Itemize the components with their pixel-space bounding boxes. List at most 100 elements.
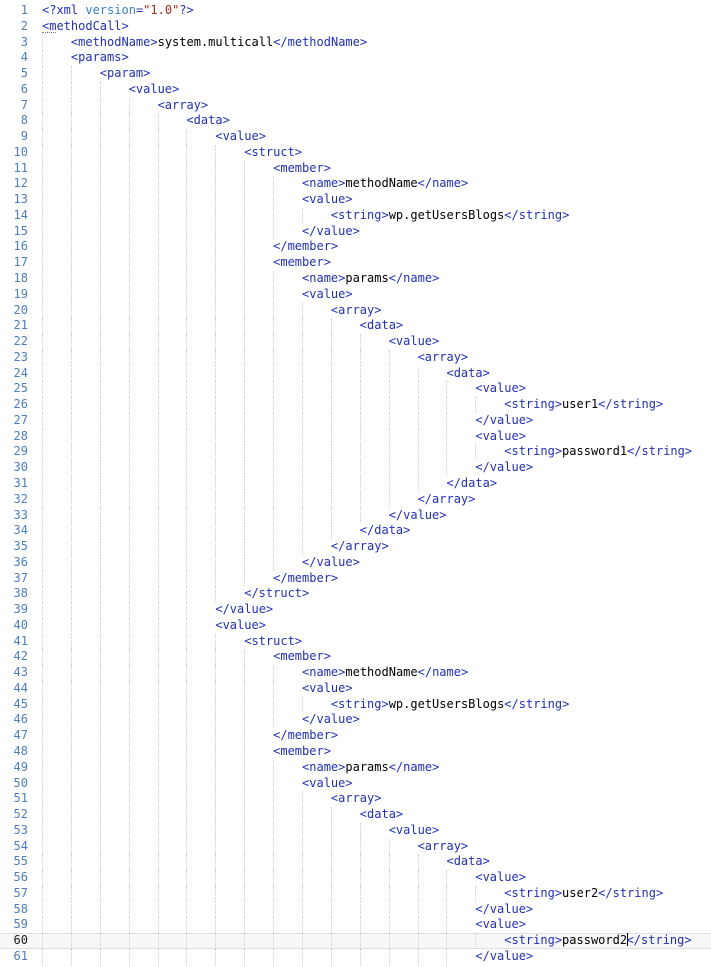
- code-line[interactable]: 1<?xml version="1.0"?>: [0, 3, 711, 19]
- code-line[interactable]: 41<struct>: [0, 633, 711, 650]
- line-number[interactable]: 55: [13, 854, 28, 869]
- line-number[interactable]: 32: [13, 491, 28, 506]
- code-line[interactable]: 13<value>: [0, 192, 711, 208]
- code-line[interactable]: 5<param>: [0, 66, 711, 82]
- line-number[interactable]: 36: [13, 554, 28, 569]
- line-number[interactable]: 44: [13, 680, 28, 695]
- line-number[interactable]: 48: [13, 743, 28, 758]
- line-number[interactable]: 60: [13, 933, 28, 948]
- code-line[interactable]: 52<data>: [0, 807, 711, 823]
- code-line[interactable]: 25<value>: [0, 381, 711, 398]
- line-number[interactable]: 17: [13, 255, 28, 270]
- code-line[interactable]: 32</array>: [0, 491, 711, 508]
- line-number[interactable]: 18: [13, 271, 28, 286]
- code-line[interactable]: 44<value>: [0, 680, 711, 697]
- line-number[interactable]: 11: [13, 160, 28, 175]
- code-line[interactable]: 45<string>wp.getUsersBlogs</string>: [0, 696, 711, 713]
- code-line[interactable]: 50<value>: [0, 775, 711, 792]
- code-line[interactable]: 59<value>: [0, 917, 711, 934]
- line-number[interactable]: 9: [20, 129, 28, 144]
- code-line[interactable]: 10<struct>: [0, 144, 711, 161]
- line-number[interactable]: 30: [13, 460, 28, 475]
- code-line[interactable]: 24<data>: [0, 365, 711, 382]
- code-line[interactable]: 61</value>: [0, 948, 711, 965]
- code-line[interactable]: 15</value>: [0, 223, 711, 240]
- line-number[interactable]: 53: [13, 822, 28, 837]
- line-number[interactable]: 54: [13, 838, 28, 853]
- code-line[interactable]: 8<data>: [0, 113, 711, 130]
- line-number[interactable]: 40: [13, 617, 28, 632]
- line-number[interactable]: 14: [13, 207, 28, 222]
- code-line[interactable]: 42<member>: [0, 649, 711, 666]
- line-number[interactable]: 5: [20, 66, 28, 81]
- code-line[interactable]: 46</value>: [0, 712, 711, 729]
- code-line[interactable]: 51<array>: [0, 791, 711, 808]
- code-line[interactable]: 39</value>: [0, 602, 711, 618]
- code-line[interactable]: 60<string>password2</string>: [0, 933, 711, 949]
- code-line[interactable]: 17<member>: [0, 255, 711, 272]
- code-line[interactable]: 22<value>: [0, 334, 711, 350]
- code-line[interactable]: 9<value>: [0, 129, 711, 145]
- code-line[interactable]: 49<name>params</name>: [0, 759, 711, 776]
- line-number[interactable]: 45: [13, 696, 28, 711]
- line-number[interactable]: 34: [13, 523, 28, 538]
- line-number[interactable]: 57: [13, 885, 28, 900]
- code-line[interactable]: 34</data>: [0, 523, 711, 540]
- line-number[interactable]: 51: [13, 791, 28, 806]
- line-number[interactable]: 23: [13, 349, 28, 364]
- line-number[interactable]: 38: [13, 586, 28, 601]
- line-number[interactable]: 59: [13, 917, 28, 932]
- line-number[interactable]: 49: [13, 759, 28, 774]
- line-number[interactable]: 22: [13, 334, 28, 349]
- code-line[interactable]: 53<value>: [0, 822, 711, 839]
- line-number[interactable]: 19: [13, 286, 28, 301]
- code-line[interactable]: 37</member>: [0, 570, 711, 587]
- code-line[interactable]: 4<params>: [0, 50, 711, 67]
- code-line[interactable]: 54<array>: [0, 838, 711, 855]
- code-line[interactable]: 30</value>: [0, 460, 711, 476]
- line-number[interactable]: 6: [20, 81, 28, 96]
- code-line[interactable]: 11<member>: [0, 160, 711, 177]
- line-number[interactable]: 1: [20, 3, 28, 17]
- line-number[interactable]: 26: [13, 397, 28, 412]
- code-line[interactable]: 27</value>: [0, 412, 711, 429]
- code-line[interactable]: 55<data>: [0, 854, 711, 871]
- code-line[interactable]: 20<array>: [0, 302, 711, 319]
- line-number[interactable]: 12: [13, 176, 28, 191]
- code-line[interactable]: 16</member>: [0, 239, 711, 256]
- code-line[interactable]: 7<array>: [0, 97, 711, 114]
- line-number[interactable]: 21: [13, 318, 28, 333]
- line-number[interactable]: 10: [13, 144, 28, 159]
- line-number[interactable]: 7: [20, 97, 28, 112]
- line-number[interactable]: 35: [13, 539, 28, 554]
- code-line[interactable]: 56<value>: [0, 870, 711, 886]
- line-number[interactable]: 42: [13, 649, 28, 664]
- line-number[interactable]: 43: [13, 665, 28, 680]
- code-line[interactable]: 57<string>user2</string>: [0, 885, 711, 902]
- line-number[interactable]: 56: [13, 870, 28, 885]
- line-number[interactable]: 3: [20, 34, 28, 49]
- code-line[interactable]: 31</data>: [0, 475, 711, 492]
- line-number[interactable]: 2: [20, 18, 28, 33]
- code-line[interactable]: 28<value>: [0, 428, 711, 445]
- code-line[interactable]: 21<data>: [0, 318, 711, 335]
- code-line[interactable]: 26<string>user1</string>: [0, 397, 711, 413]
- code-line[interactable]: 3<methodName>system.multicall</methodNam…: [0, 34, 711, 51]
- line-number[interactable]: 24: [13, 365, 28, 380]
- line-number[interactable]: 29: [13, 444, 28, 459]
- line-number[interactable]: 27: [13, 412, 28, 427]
- line-number[interactable]: 61: [13, 948, 28, 963]
- line-number[interactable]: 25: [13, 381, 28, 396]
- code-line[interactable]: 33</value>: [0, 507, 711, 524]
- line-number[interactable]: 20: [13, 302, 28, 317]
- code-line[interactable]: 2<methodCall>: [0, 19, 711, 35]
- code-line[interactable]: 18<name>params</name>: [0, 271, 711, 287]
- code-line[interactable]: 47</member>: [0, 728, 711, 744]
- code-line[interactable]: 23<array>: [0, 349, 711, 366]
- line-number[interactable]: 33: [13, 507, 28, 522]
- line-number[interactable]: 46: [13, 712, 28, 727]
- code-line[interactable]: 6<value>: [0, 81, 711, 98]
- code-line[interactable]: 58</value>: [0, 901, 711, 918]
- line-number[interactable]: 31: [13, 475, 28, 490]
